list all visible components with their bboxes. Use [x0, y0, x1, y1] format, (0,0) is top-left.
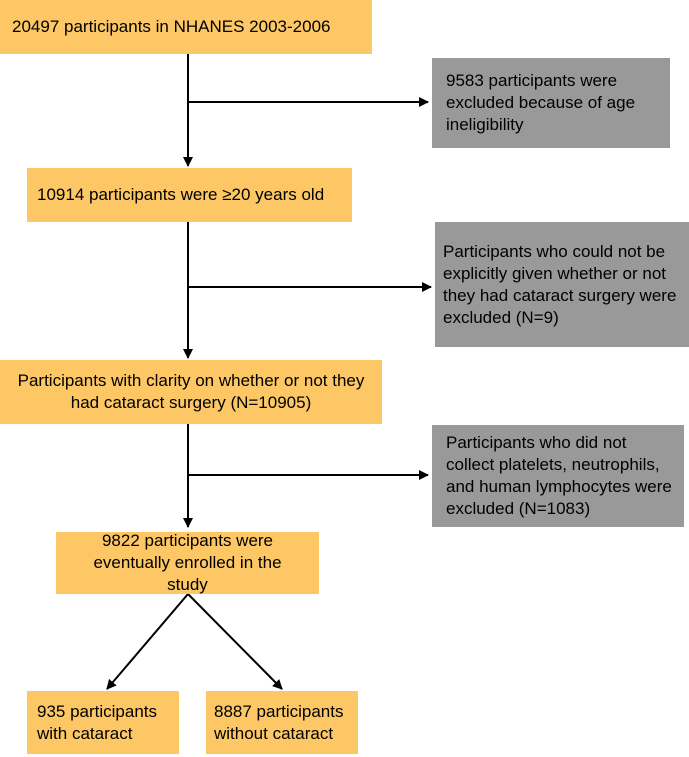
- step-initial-text: 20497 participants in NHANES 2003-2006: [12, 17, 331, 36]
- step-age: 10914 participants were ≥20 years old: [27, 168, 352, 222]
- step-initial: 20497 participants in NHANES 2003-2006: [0, 0, 372, 54]
- step-age-text: 10914 participants were ≥20 years old: [37, 185, 325, 204]
- group-no-cataract-text: 8887 participants without cataract: [214, 701, 344, 743]
- step-clarity-text: Participants with clarity on whether or …: [17, 371, 365, 412]
- exclusion-blood: Participants who did not collect platele…: [432, 425, 684, 527]
- arrow-to-cataract: [106, 593, 189, 690]
- exclusion-surgery-text: Participants who could not be explicitly…: [443, 241, 677, 327]
- group-no-cataract: 8887 participants without cataract: [206, 691, 358, 754]
- exclusion-age-text: 9583 participants were excluded because …: [446, 71, 636, 134]
- exclusion-surgery: Participants who could not be explicitly…: [435, 222, 689, 347]
- exclusion-blood-text: Participants who did not collect platele…: [446, 433, 672, 518]
- step-enrolled: 9822 participants were eventually enroll…: [56, 531, 319, 594]
- arrow-to-no-cataract: [187, 593, 283, 690]
- group-cataract: 935 participants with cataract: [27, 691, 179, 754]
- step-enrolled-text: 9822 participants were eventually enroll…: [93, 531, 282, 594]
- exclusion-age: 9583 participants were excluded because …: [432, 58, 670, 148]
- group-cataract-text: 935 participants with cataract: [37, 701, 158, 743]
- step-clarity: Participants with clarity on whether or …: [0, 360, 382, 424]
